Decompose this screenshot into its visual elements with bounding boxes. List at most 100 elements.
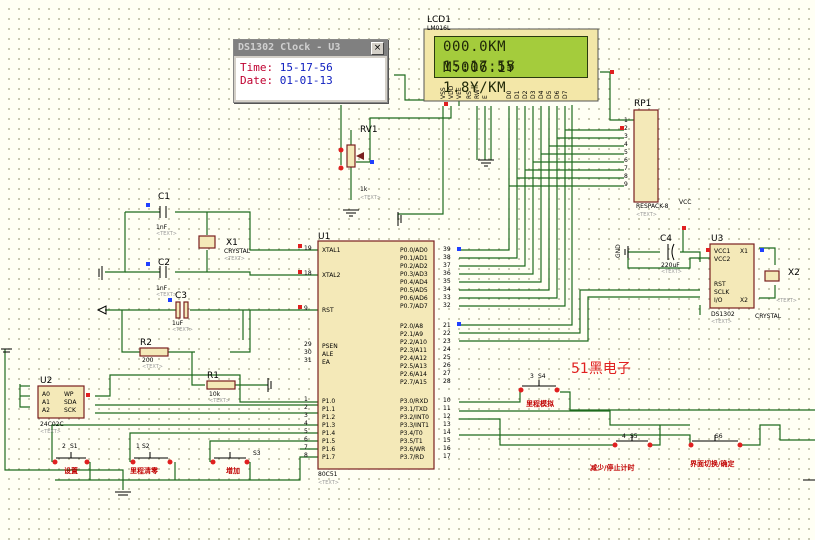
s6-caption: 减少/停止计时	[590, 463, 635, 472]
time-row: Time: 15-17-56	[240, 61, 381, 74]
u1-pin-rst: RST	[322, 307, 334, 314]
close-icon[interactable]: ×	[371, 42, 384, 55]
r1-label: R1	[207, 371, 219, 381]
u1-pin-number-19: 19	[304, 245, 312, 252]
wires	[4, 71, 815, 490]
u1-pin-number-6: 6	[304, 436, 308, 443]
u1-pin-p23a11: P2.3/A11	[400, 347, 427, 354]
rv1-ref-label: RV1	[360, 125, 378, 135]
u3-pin-x2: X2	[740, 297, 748, 304]
c1-label: C1	[158, 192, 170, 202]
u1-pin-number-26: 26	[443, 362, 451, 369]
switch-s1[interactable]: 2 S1 设置	[52, 443, 90, 475]
rp1-pin-7: 7	[624, 165, 628, 172]
u3-model-label: DS1302	[711, 311, 735, 318]
u1-pin-number-15: 15	[443, 437, 451, 444]
c3-text-tag: <TEXT>	[172, 327, 193, 333]
date-row: Date: 01-01-13	[240, 74, 381, 87]
r2-label: R2	[140, 338, 152, 348]
ds1302-window-title[interactable]: DS1302 Clock - U3	[234, 40, 387, 56]
u1-pin-p20a8: P2.0/A8	[400, 323, 423, 330]
u1-pin-number-3: 3	[304, 412, 308, 419]
u1-pin-number-16: 16	[443, 445, 451, 452]
u1-pin-number-18: 18	[304, 270, 312, 277]
s5-caption: 界面切换/确定	[690, 459, 735, 468]
u1-pin-p06ad6: P0.6/AD6	[400, 295, 428, 302]
u3-pin-x1: X1	[740, 248, 748, 255]
s1-label: S1	[70, 443, 78, 450]
x2-text-tag: <TEXT>	[776, 298, 797, 304]
s1-number: 2	[62, 443, 66, 450]
u1-left-pins: XTAL119XTAL218RST9PSEN29ALE30EA31P1.01P1…	[304, 245, 341, 461]
time-value: 15-17-56	[279, 61, 333, 74]
u1-pin-p00ad0: P0.0/AD0	[400, 247, 428, 254]
u1-pin-p35t1: P3.5/T1	[400, 438, 423, 445]
x2-value: CRYSTAL	[755, 313, 782, 320]
x1-value: CRYSTAL	[224, 248, 251, 255]
c3-label: C3	[175, 291, 187, 301]
lcd-line-1: 000.0KM M:006.1¥	[443, 39, 516, 76]
u1-text-tag: <TEXT>	[318, 480, 339, 486]
u1-pin-number-34: 34	[443, 286, 451, 293]
switch-s4[interactable]: 3 S4 里程模拟	[518, 373, 560, 408]
lcd-pin-d5: D5	[546, 90, 553, 99]
c2-value: 1nF	[156, 285, 168, 292]
switch-s2[interactable]: 1 S2 里程清零	[130, 443, 173, 475]
u1-pin-p13: P1.3	[322, 422, 335, 429]
c4-text-tag: <TEXT>	[661, 269, 682, 275]
u1-pin-p24a12: P2.4/A12	[400, 355, 427, 362]
u1-pin-p11: P1.1	[322, 406, 335, 413]
u1-pin-p21a9: P2.1/A9	[400, 331, 423, 338]
rp1-ref-label: RP1	[634, 99, 651, 109]
u3-pin-sclk: SCLK	[714, 289, 730, 296]
switch-s6[interactable]: 4 S5 减少/停止计时	[590, 433, 653, 472]
rp1-pin-6: 6	[624, 157, 628, 164]
power-arrow-icon	[96, 305, 107, 315]
lcd-model-label: LM016L	[427, 25, 451, 32]
x1-label: X1	[226, 238, 238, 248]
rv1-potentiometer[interactable]: RV1 1k <TEXT>	[338, 125, 381, 201]
u1-pin-number-14: 14	[443, 429, 451, 436]
lcd-pin-d7: D7	[562, 90, 569, 99]
rp1-pin-3: 3	[624, 133, 628, 140]
u2-model-label: 24C02C	[40, 421, 64, 428]
u3-text-tag: <TEXT>	[711, 319, 732, 325]
s6-number: 4	[622, 433, 626, 440]
u1-pin-number-37: 37	[443, 262, 451, 269]
u1-pin-number-32: 32	[443, 302, 451, 309]
rv1-value-label: 1k	[360, 186, 368, 193]
s5-label: S6	[715, 433, 723, 440]
switch-s5[interactable]: S6 界面切换/确定	[688, 433, 743, 468]
u1-pin-number-22: 22	[443, 330, 451, 337]
u3-pin-vcc2: VCC2	[714, 256, 730, 263]
date-value: 01-01-13	[279, 74, 333, 87]
lcd-pin-vdd: VDD	[448, 85, 455, 99]
u1-pin-p27a15: P2.7/A15	[400, 379, 427, 386]
ds1302-clock-window[interactable]: DS1302 Clock - U3 × Time: 15-17-56 Date:…	[233, 39, 388, 103]
rp1-model-label: RESPACK-8	[636, 203, 669, 210]
u1-pin-p10: P1.0	[322, 398, 335, 405]
u1-pin-number-25: 25	[443, 354, 451, 361]
switch-s3[interactable]: S3 增加	[210, 450, 261, 475]
s4-label: S4	[538, 373, 546, 380]
push-buttons[interactable]: 2 S1 设置 1 S2 里程清零 S3 增加 3 S4 里程模拟	[52, 373, 743, 475]
u1-microcontroller[interactable]: U1 80C51 <TEXT> XTAL119XTAL218RST9PSEN29…	[304, 232, 451, 486]
s4-number: 3	[530, 373, 534, 380]
u2-pin-a0: A0	[42, 391, 50, 398]
u2-text-tag: <TEXT>	[40, 429, 61, 435]
u1-pin-number-12: 12	[443, 413, 451, 420]
s3-caption: 增加	[226, 466, 240, 475]
u2-pin-a1: A1	[42, 399, 50, 406]
lcd-display: 000.0KM M:006.1¥ 15:17:55 1.8¥/KM	[434, 36, 588, 96]
u1-pin-p25a13: P2.5/A13	[400, 363, 427, 370]
lcd-pin-d0: D0	[506, 90, 513, 99]
u1-pin-number-30: 30	[304, 349, 312, 356]
u1-model-label: 80C51	[318, 471, 338, 478]
s4-caption: 里程模拟	[526, 399, 554, 408]
passive-components: C1 1nF <TEXT> C2 1nF <TEXT> X1 CRYSTAL <…	[139, 192, 800, 404]
